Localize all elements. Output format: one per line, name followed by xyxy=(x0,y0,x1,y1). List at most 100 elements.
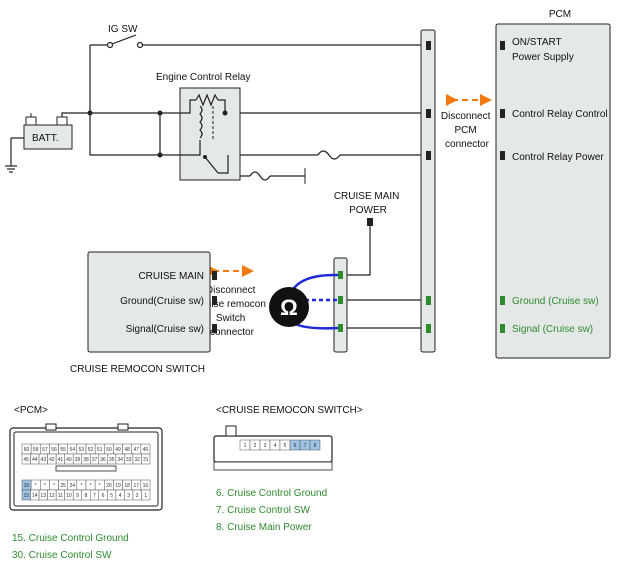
remocon-pin-number: 7 xyxy=(304,443,307,449)
pcm-pin-number: 7 xyxy=(93,493,96,499)
fuse-icon xyxy=(249,171,271,181)
pcm-pin-number: 30 xyxy=(24,483,30,489)
power-terminal xyxy=(367,218,373,226)
wires xyxy=(10,44,428,329)
pcm-pin-number: 40 xyxy=(66,457,72,463)
pcm-pin-number: 2 xyxy=(136,493,139,499)
pcm-pin-number: * xyxy=(53,483,55,489)
pcm-pin-number: 41 xyxy=(58,457,64,463)
pcm-pin-number: 8 xyxy=(85,493,88,499)
pcm-pin-number: 19 xyxy=(115,483,121,489)
pcm-pin-number: 53 xyxy=(79,447,85,453)
pcm-pin-number: 6 xyxy=(102,493,105,499)
remocon-pin-main: CRUISE MAIN xyxy=(138,271,204,282)
pcm-pin-number: 38 xyxy=(83,457,89,463)
pcm-pin-number: 46 xyxy=(143,447,149,453)
pcm-pin-number: 12 xyxy=(49,493,55,499)
pcm-pin-number: 60 xyxy=(24,447,30,453)
pcm-pin-power-supply: Power Supply xyxy=(512,52,574,63)
pcm-pin-number: * xyxy=(99,483,101,489)
pcm-pin-number: 15 xyxy=(23,493,29,499)
pcm-pin-number: 34 xyxy=(117,457,123,463)
pcm-pins xyxy=(500,41,505,333)
pcm-pin-number: * xyxy=(80,483,82,489)
pcm-pin-cell xyxy=(141,489,151,501)
pcm-pin-number: 5 xyxy=(110,493,113,499)
remocon-connector-label: <CRUISE REMOCON SWITCH> xyxy=(216,405,363,416)
pcm-connector-pins xyxy=(426,41,431,333)
pcm-pin-number: 13 xyxy=(41,493,47,499)
remocon-pin-signal: Signal(Cruise sw) xyxy=(126,324,204,335)
remocon-connector-face: 1 2 3 4 5 6 7 8 xyxy=(213,425,333,471)
pcm-pin-signal: Signal (Cruise sw) xyxy=(512,324,593,335)
pcm-pin-number: 3 xyxy=(127,493,130,499)
pcm-pin-number: 57 xyxy=(42,447,48,453)
ig-sw-label: IG SW xyxy=(108,24,138,35)
remocon-pin-notes: 6. Cruise Control Ground 7. Cruise Contr… xyxy=(216,488,330,533)
remocon-switch-pins xyxy=(212,271,217,333)
remocon-pin-number: 8 xyxy=(314,443,317,449)
pcm-pin-number: 43 xyxy=(41,457,47,463)
pcm-pin-number: * xyxy=(35,483,37,489)
pcm-pin-number: 45 xyxy=(23,457,29,463)
pcm-pin-number: 33 xyxy=(126,457,132,463)
pcm-pin-number: 56 xyxy=(51,447,57,453)
pcm-connector-bar xyxy=(420,29,436,353)
pcm-box xyxy=(495,23,611,359)
pcm-title: PCM xyxy=(549,9,571,20)
remocon-caption: CRUISE REMOCON SWITCH xyxy=(70,364,205,375)
remocon-pin-number: 4 xyxy=(274,443,277,449)
pcm-pin-number: 55 xyxy=(60,447,66,453)
pcm-pin-number: 54 xyxy=(70,447,76,453)
pcm-pin-number: 32 xyxy=(134,457,140,463)
pcm-pin-number: 37 xyxy=(92,457,98,463)
ig-switch xyxy=(106,34,144,49)
pcm-pin-number: 18 xyxy=(124,483,130,489)
pcm-pin-number: 1 xyxy=(144,493,147,499)
pcm-pin-number: 47 xyxy=(134,447,140,453)
fuse-icon xyxy=(317,150,341,160)
pcm-pin-number: 36 xyxy=(100,457,106,463)
disconnect-pcm-text: Disconnect PCM connector xyxy=(441,111,493,150)
pcm-pin-cell xyxy=(141,453,151,465)
pcm-pin-number: 10 xyxy=(66,493,72,499)
remocon-pin-cell xyxy=(309,439,321,451)
pcm-pin-number: 16 xyxy=(143,483,149,489)
pcm-pin-number: 24 xyxy=(70,483,76,489)
pcm-pin-number: 50 xyxy=(106,447,112,453)
pcm-pin-number: 39 xyxy=(75,457,81,463)
pcm-pin-number: * xyxy=(90,483,92,489)
remocon-pin-number: 6 xyxy=(294,443,297,449)
remocon-pin-number: 2 xyxy=(254,443,257,449)
pcm-pin-number: 51 xyxy=(97,447,103,453)
remocon-harness-pins xyxy=(338,271,343,332)
pcm-pin-number: 9 xyxy=(76,493,79,499)
disconnect-remocon-text: Disconnect Cruise remocon Switch connect… xyxy=(195,285,268,338)
pcm-pin-ground: Ground (Cruise sw) xyxy=(512,296,599,307)
relay-title: Engine Control Relay xyxy=(156,72,251,83)
pcm-pin-number: 17 xyxy=(134,483,140,489)
pcm-pin-notes: 15. Cruise Control Ground 30. Cruise Con… xyxy=(12,533,132,561)
ohm-symbol: Ω xyxy=(280,295,298,320)
pcm-pin-number: 11 xyxy=(58,493,63,499)
battery xyxy=(11,113,73,150)
remocon-pin-number: 5 xyxy=(284,443,287,449)
pcm-pin-on-start: ON/START xyxy=(512,37,562,48)
pcm-pin-number: 20 xyxy=(106,483,112,489)
pcm-connector-label: <PCM> xyxy=(14,405,48,416)
pcm-pin-number: 35 xyxy=(109,457,115,463)
ohmmeter-icon: Ω xyxy=(269,287,309,327)
engine-control-relay xyxy=(160,87,241,181)
pcm-pin-number: 48 xyxy=(124,447,130,453)
battery-label: BATT. xyxy=(32,133,58,144)
remocon-pin-number: 1 xyxy=(244,443,247,449)
cruise-main-power-label: CRUISE MAIN POWER xyxy=(334,191,402,216)
pcm-pin-number: 14 xyxy=(32,493,38,499)
pcm-pin-number: * xyxy=(44,483,46,489)
remocon-switch-box xyxy=(87,251,211,353)
remocon-pin-number: 3 xyxy=(264,443,267,449)
pcm-pin-number: 58 xyxy=(33,447,39,453)
ground-icon xyxy=(5,165,17,173)
